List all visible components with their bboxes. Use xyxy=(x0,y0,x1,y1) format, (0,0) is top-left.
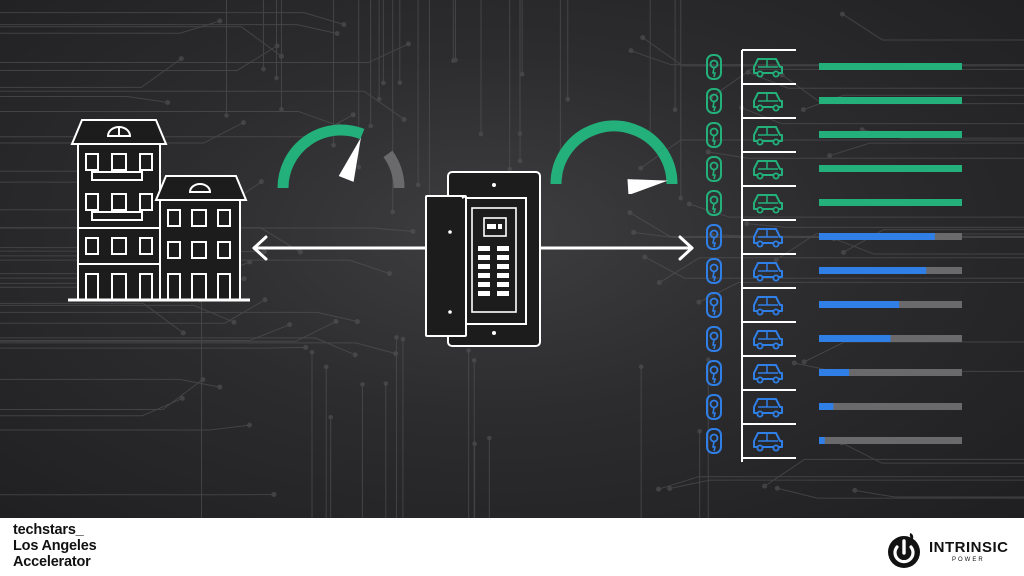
ev-charger-icon xyxy=(706,190,722,216)
power-flow-arrow xyxy=(252,235,694,261)
charge-track xyxy=(819,369,962,376)
car-icon xyxy=(753,160,783,180)
techstars-la-accelerator-logo: techstars_ Los Angeles Accelerator xyxy=(13,522,97,570)
charge-level-bar xyxy=(819,267,927,274)
speedometer-gauge-icon xyxy=(277,124,405,189)
charge-level-bar xyxy=(819,199,962,206)
ev-charger-icon xyxy=(706,122,722,148)
intrinsic-power-logo: INTRINSIC POWER xyxy=(884,526,1014,570)
charge-level-bar xyxy=(819,335,891,342)
car-icon xyxy=(753,296,783,316)
charge-level-bar xyxy=(819,301,900,308)
car-icon xyxy=(753,398,783,418)
ev-charger-icon xyxy=(706,428,722,454)
speedometer-gauge-icon xyxy=(550,120,678,194)
ev-charger-icon xyxy=(706,88,722,114)
ev-charger-icon xyxy=(706,360,722,386)
ev-charger-icon xyxy=(706,54,722,80)
charge-level-bar xyxy=(819,369,850,376)
brand-name: INTRINSIC xyxy=(929,539,1009,556)
car-icon xyxy=(753,262,783,282)
sponsor-line: Los Angeles xyxy=(13,538,97,554)
brand-subtitle: POWER xyxy=(952,557,985,563)
car-icon xyxy=(753,330,783,350)
slide-stage xyxy=(0,0,1024,518)
car-icon xyxy=(753,194,783,214)
ev-charger-icon xyxy=(706,292,722,318)
charge-level-bar xyxy=(819,437,825,444)
charge-track xyxy=(819,437,962,444)
charge-level-bar xyxy=(819,165,962,172)
ev-charger-icon xyxy=(706,258,722,284)
charge-level-bar xyxy=(819,233,935,240)
charge-level-bar xyxy=(819,131,962,138)
charge-level-bar xyxy=(819,97,962,104)
power-button-logo-icon xyxy=(888,533,920,568)
car-icon xyxy=(753,432,783,452)
car-icon xyxy=(753,126,783,146)
charge-track xyxy=(819,403,962,410)
ev-charger-icon xyxy=(706,156,722,182)
sponsor-line: techstars_ xyxy=(13,522,84,538)
charger-bank xyxy=(706,49,962,462)
ev-charger-icon xyxy=(706,224,722,250)
ev-charger-icon xyxy=(706,326,722,352)
car-icon xyxy=(753,228,783,248)
apartment-building-icon xyxy=(68,119,250,302)
footer-bar xyxy=(0,518,1024,576)
car-icon xyxy=(753,58,783,78)
charge-level-bar xyxy=(819,403,834,410)
car-icon xyxy=(753,92,783,112)
ev-charger-icon xyxy=(706,394,722,420)
electrical-panel-icon xyxy=(425,171,541,347)
charge-level-bar xyxy=(819,63,962,70)
car-icon xyxy=(753,364,783,384)
sponsor-line: Accelerator xyxy=(13,554,91,570)
